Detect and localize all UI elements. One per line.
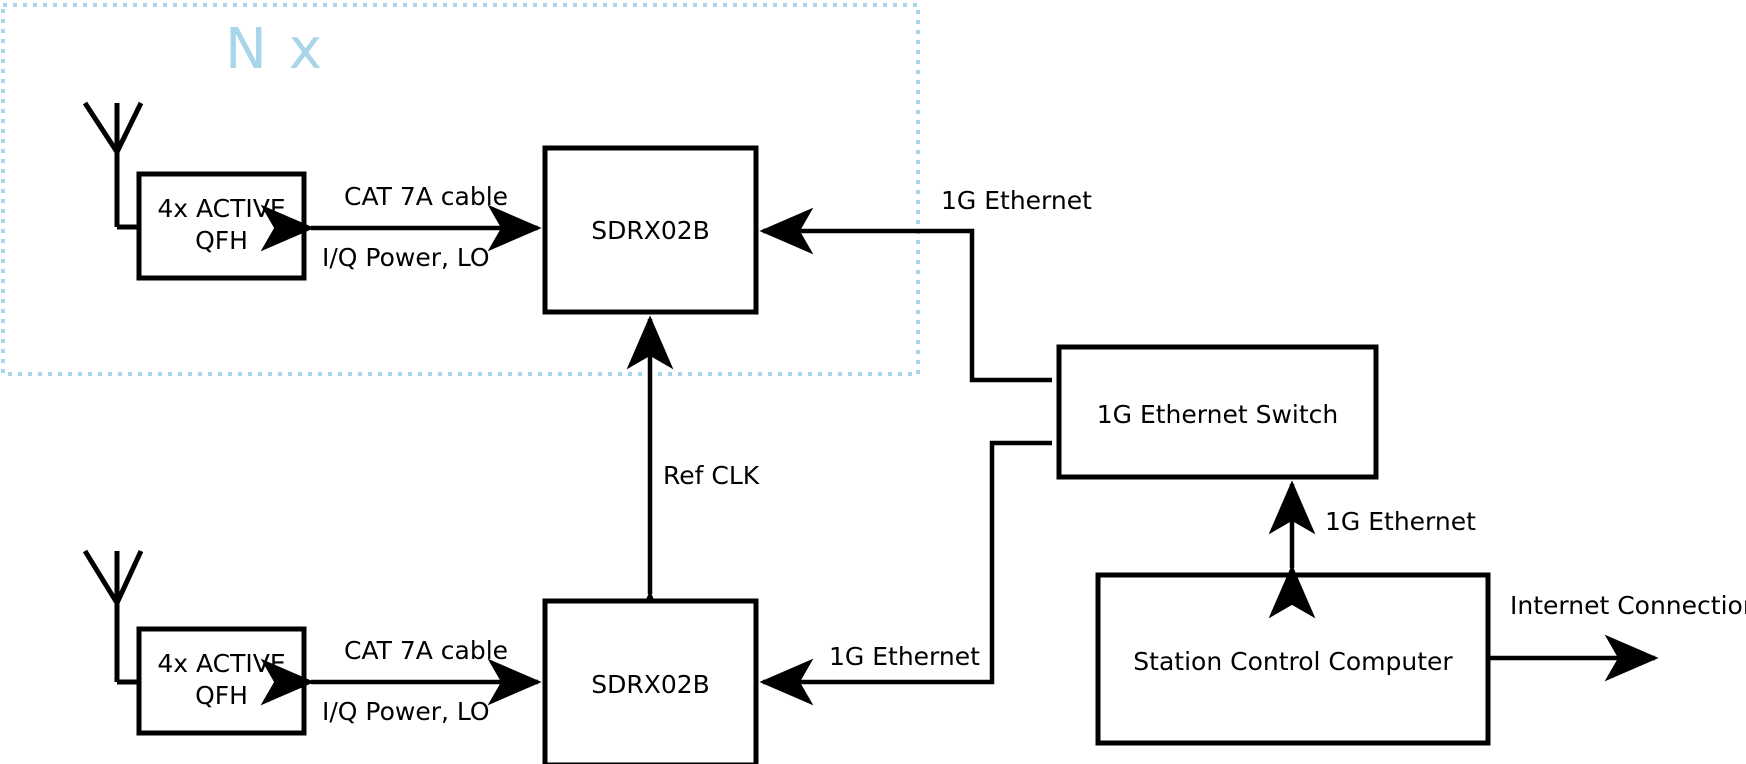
box-label-qfh-top-line1: 4x ACTIVE [157, 194, 286, 223]
edge-label-eth-bottom: 1G Ethernet [829, 642, 980, 671]
box-sdr-top [542, 145, 759, 315]
box-label-sdr-top: SDRX02B [545, 215, 756, 247]
edge-label-iq-power-lo-top: I/Q Power, LO [322, 243, 490, 272]
box-label-qfh-top-line2: QFH [195, 226, 248, 255]
edge-label-eth-switch-computer: 1G Ethernet [1325, 507, 1476, 536]
edge-eth-bottom [759, 440, 1052, 706]
box-label-sdr-bottom: SDRX02B [545, 669, 756, 701]
box-label-qfh-top: 4x ACTIVE QFH [139, 193, 304, 257]
box-label-sdr-top-line1: SDRX02B [591, 216, 710, 245]
antenna-bottom-icon [82, 549, 144, 685]
box-label-station-control-computer: Station Control Computer [1098, 646, 1488, 678]
group-dotted-rect [1, 3, 920, 376]
edge-label-cat7a-bottom: CAT 7A cable [344, 636, 509, 665]
box-label-qfh-bottom-line1: 4x ACTIVE [157, 649, 286, 678]
box-label-qfh-bottom: 4x ACTIVE QFH [139, 648, 304, 712]
box-label-ethernet-switch-line1: 1G Ethernet Switch [1096, 400, 1339, 429]
edge-label-internet-connection: Internet Connection [1510, 591, 1746, 620]
edge-label-cat7a-top: CAT 7A cable [344, 182, 509, 211]
box-label-station-control-computer-line1: Station Control Computer [1133, 647, 1453, 676]
group-multiplier-label: N x [225, 17, 324, 82]
box-label-sdr-bottom-line1: SDRX02B [591, 670, 710, 699]
edge-label-iq-power-lo-bottom: I/Q Power, LO [322, 697, 490, 726]
box-label-qfh-bottom-line2: QFH [195, 681, 248, 710]
edge-label-eth-top: 1G Ethernet [941, 186, 1092, 215]
edge-eth-top [759, 207, 1052, 383]
box-label-ethernet-switch: 1G Ethernet Switch [1059, 399, 1376, 431]
box-ethernet-switch [1056, 344, 1379, 480]
edge-label-ref-clk: Ref CLK [663, 461, 760, 490]
antenna-top-icon [82, 101, 144, 230]
box-sdr-bottom [542, 598, 759, 764]
